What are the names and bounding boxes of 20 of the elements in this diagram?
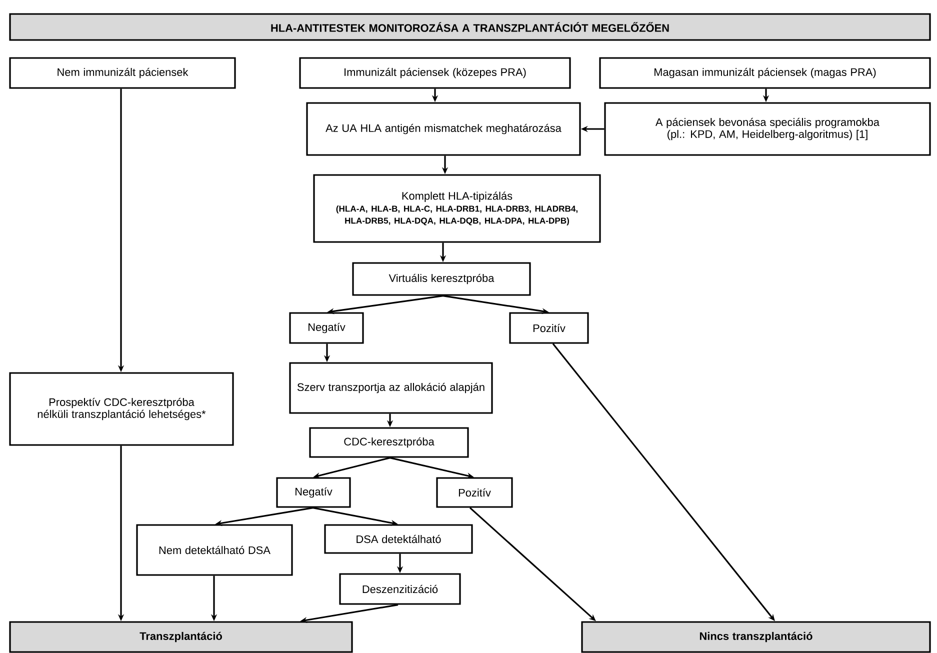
process-box: Szerv transzportja az allokáció alapján	[289, 362, 493, 414]
heading-band: Nincs transzplantáció	[581, 621, 931, 653]
process-box: Nem immunizált páciensek	[9, 57, 236, 89]
process-box: A páciensek bevonása speciális programokba (pl.: KPD, AM, Heidelberg-algoritmus) [1]	[604, 102, 931, 156]
process-box: Immunizált páciensek (közepes PRA)	[299, 57, 571, 89]
process-box: Prospektív CDC-keresztpróba nélküli transzplantáció lehetséges*	[9, 372, 234, 446]
process-box: Pozitív	[509, 312, 589, 344]
process-box: Negatív	[289, 312, 364, 344]
process-box: Komplett HLA-tipizálás (HLA-A, HLA-B, HLA-C, HLA-DRB1, HLA-DRB3, HLADRB4, HLA-DRB5, HLA-DQA, HLA-DQB, HLA-DPA, HLA-DPB)	[313, 174, 601, 243]
process-box: Virtuális keresztpróba	[352, 262, 531, 296]
process-box: Az UA HLA antigén mismatchek meghatározása	[306, 102, 581, 156]
heading-band: Transzplantáció	[9, 621, 353, 653]
process-box: Magasan immunizált páciensek (magas PRA)	[599, 57, 931, 89]
process-box: Pozitív	[436, 477, 513, 508]
process-box: Deszenzitizáció	[339, 573, 461, 605]
process-box: DSA detektálható	[324, 524, 473, 554]
heading-band: HLA-ANTITESTEK MONITOROZÁSA A TRANSZPLANTÁCIÓT MEGELŐZŐEN	[9, 13, 931, 41]
process-box: Negatív	[276, 477, 351, 508]
process-box: CDC-keresztpróba	[309, 427, 469, 458]
process-box: Nem detektálható DSA	[136, 524, 293, 576]
